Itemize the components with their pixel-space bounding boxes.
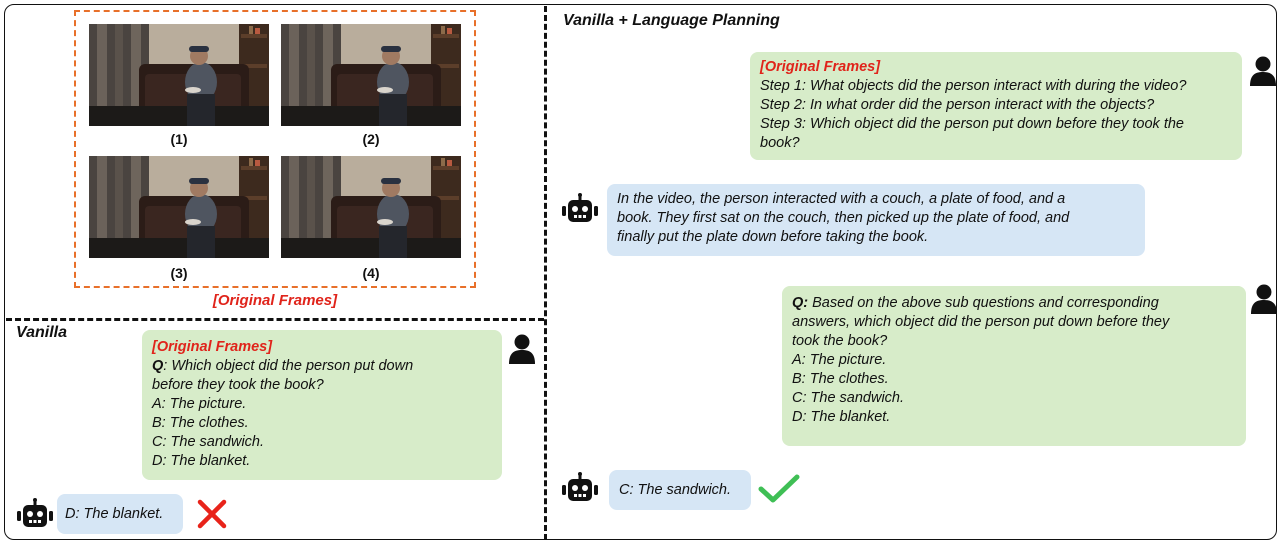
frame-label: (3) bbox=[170, 265, 188, 281]
bot-answer-line: In the video, the person interacted with… bbox=[617, 191, 1066, 207]
original-frames-box bbox=[74, 10, 476, 288]
question-line: answers, which object did the person put… bbox=[792, 314, 1170, 330]
vertical-divider bbox=[544, 6, 547, 540]
original-frames-caption: [Original Frames] bbox=[212, 292, 338, 309]
robot-icon bbox=[562, 472, 598, 501]
planning-bot-bubble-1: In the video, the person interacted with… bbox=[607, 184, 1145, 256]
vanilla-user-bubble: [Original Frames] Q: Which object did th… bbox=[142, 330, 502, 480]
planning-bot-bubble-2: C: The sandwich. bbox=[609, 470, 751, 510]
question-line: Q: Based on the above sub questions and … bbox=[792, 295, 1159, 311]
question-line: Q: Which object did the person put down bbox=[152, 358, 414, 374]
vanilla-bot-bubble: D: The blanket. bbox=[57, 494, 183, 534]
option-a: A: The picture. bbox=[152, 396, 247, 412]
robot-icon bbox=[17, 498, 53, 527]
original-frames-tag: [Original Frames] bbox=[152, 339, 273, 355]
planning-user-bubble-1: [Original Frames] Step 1: What objects d… bbox=[750, 52, 1242, 160]
step-line: Step 3: Which object did the person put … bbox=[760, 116, 1184, 132]
video-frame-2 bbox=[281, 24, 461, 126]
option-a: A: The picture. bbox=[792, 352, 887, 368]
figure-border bbox=[4, 4, 1277, 540]
option-b: B: The clothes. bbox=[152, 415, 249, 431]
checkmark-icon bbox=[758, 474, 800, 503]
step-line: Step 1: What objects did the person inte… bbox=[760, 78, 1187, 94]
question-line: before they took the book? bbox=[152, 377, 324, 393]
option-c: C: The sandwich. bbox=[792, 390, 905, 406]
frame-label: (4) bbox=[362, 265, 380, 281]
cross-icon bbox=[197, 499, 227, 529]
user-icon bbox=[509, 334, 535, 364]
option-d: D: The blanket. bbox=[152, 453, 251, 469]
option-c: C: The sandwich. bbox=[152, 434, 265, 450]
planning-user-bubble-2: Q: Based on the above sub questions and … bbox=[782, 286, 1246, 446]
question-line: took the book? bbox=[792, 333, 888, 349]
frame-label: (2) bbox=[362, 131, 380, 147]
robot-icon bbox=[562, 193, 598, 222]
original-frames-tag: [Original Frames] bbox=[760, 59, 881, 75]
step-line: book? bbox=[760, 135, 800, 151]
option-d: D: The blanket. bbox=[792, 409, 891, 425]
planning-answer: C: The sandwich. bbox=[619, 482, 732, 498]
bot-answer-line: book. They first sat on the couch, then … bbox=[617, 210, 1070, 226]
planning-title: Vanilla + Language Planning bbox=[563, 12, 780, 29]
option-b: B: The clothes. bbox=[792, 371, 889, 387]
horizontal-divider bbox=[6, 318, 544, 321]
vanilla-title: Vanilla bbox=[16, 324, 67, 341]
bot-answer-line: finally put the plate down before taking… bbox=[617, 229, 929, 245]
vanilla-answer: D: The blanket. bbox=[65, 506, 164, 522]
step-line: Step 2: In what order did the person int… bbox=[760, 97, 1155, 113]
video-frame-1 bbox=[89, 24, 269, 126]
user-icon bbox=[1251, 284, 1277, 314]
video-frame-4 bbox=[281, 156, 461, 258]
frame-label: (1) bbox=[170, 131, 188, 147]
video-frame-3 bbox=[89, 156, 269, 258]
user-icon bbox=[1250, 56, 1276, 86]
